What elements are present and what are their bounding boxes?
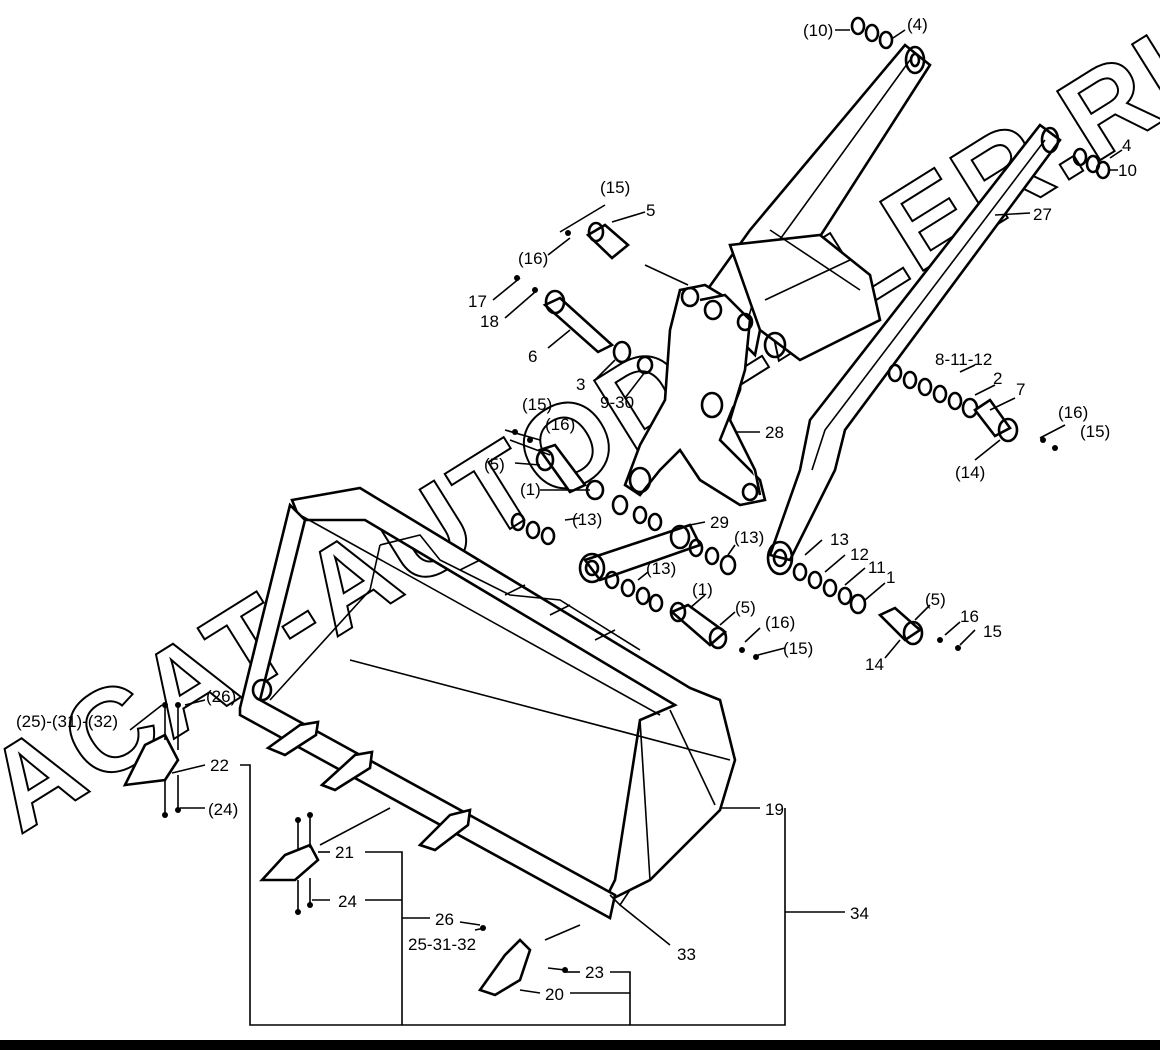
- callout-16e: 16: [960, 607, 979, 626]
- callout-15b: (15): [1080, 422, 1110, 441]
- callout-16d: (16): [765, 613, 795, 632]
- callout-13d: 13: [830, 530, 849, 549]
- bell-crank: [623, 283, 767, 507]
- callout-11: 11: [868, 558, 886, 577]
- callout-25-31-32: (25)-(31)-(32): [16, 712, 118, 731]
- callout-labels: (10) (4) 4 10 27 (15) 5 (16) 17 18 6 3 9…: [16, 15, 1137, 1004]
- callout-16b: (16): [1058, 403, 1088, 422]
- callout-3: 3: [576, 375, 585, 394]
- callout-5: 5: [646, 201, 655, 220]
- lift-arm-right: [766, 123, 1062, 576]
- callout-24: (24): [208, 800, 238, 819]
- callout-21: 21: [335, 843, 354, 862]
- callout-15: (15): [600, 178, 630, 197]
- callout-15d: (15): [783, 639, 813, 658]
- bucket: [238, 486, 737, 920]
- callout-29: 29: [710, 513, 729, 532]
- callout-14: (14): [955, 463, 985, 482]
- callout-1: (1): [520, 480, 541, 499]
- callout-26: (26): [206, 687, 236, 706]
- callout-22: 22: [210, 756, 229, 775]
- callout-15c: (15): [522, 395, 552, 414]
- callout-34: 34: [850, 904, 869, 923]
- callout-33: 33: [677, 945, 696, 964]
- callout-16c: (16): [545, 415, 575, 434]
- callout-23: 23: [585, 963, 604, 982]
- callout-8-11-12: 8-11-12: [935, 350, 992, 369]
- callout-4: (4): [907, 15, 928, 34]
- callout-9-30: 9-30: [600, 393, 634, 412]
- callout-15e: 15: [983, 622, 1002, 641]
- bottom-border: [0, 1040, 1160, 1050]
- pins-and-seals: [510, 16, 1111, 660]
- callout-6: 6: [528, 347, 537, 366]
- callout-20: 20: [545, 985, 564, 1004]
- callout-26b: 26: [435, 910, 454, 929]
- cross-tube: [728, 229, 882, 362]
- bucket-teeth: [265, 720, 472, 852]
- callout-1b: 1: [886, 568, 895, 587]
- callout-5c: (5): [735, 598, 756, 617]
- callout-25-31-32b: 25-31-32: [408, 935, 476, 954]
- callout-28: 28: [765, 423, 784, 442]
- callout-5d: (5): [925, 590, 946, 609]
- link: [578, 523, 702, 584]
- callout-2: 2: [993, 369, 1002, 388]
- callout-13c: (13): [646, 559, 676, 578]
- watermark-text: ACAT-AUTODEALER.RU: [0, 0, 1160, 858]
- callout-1c: (1): [692, 580, 713, 599]
- tooth-adaptor: [259, 812, 320, 915]
- callout-18: 18: [480, 312, 499, 331]
- leader-lines: [129, 29, 1123, 1026]
- callout-16: (16): [518, 249, 548, 268]
- callout-13b: (13): [734, 528, 764, 547]
- callout-19: 19: [765, 800, 784, 819]
- callout-14b: 14: [865, 655, 884, 674]
- callout-4b: 4: [1122, 136, 1131, 155]
- callout-10b: 10: [1118, 161, 1137, 180]
- callout-17: 17: [468, 292, 487, 311]
- watermark: ACAT-AUTODEALER.RU: [0, 0, 1160, 858]
- callout-12: 12: [850, 545, 869, 564]
- callout-13: (13): [572, 510, 602, 529]
- callout-24b: 24: [338, 892, 357, 911]
- callout-5b: (5): [484, 455, 505, 474]
- callout-27: 27: [1033, 205, 1052, 224]
- side-cutter: [122, 702, 181, 818]
- callout-10: (10): [803, 21, 833, 40]
- callout-7: 7: [1016, 380, 1025, 399]
